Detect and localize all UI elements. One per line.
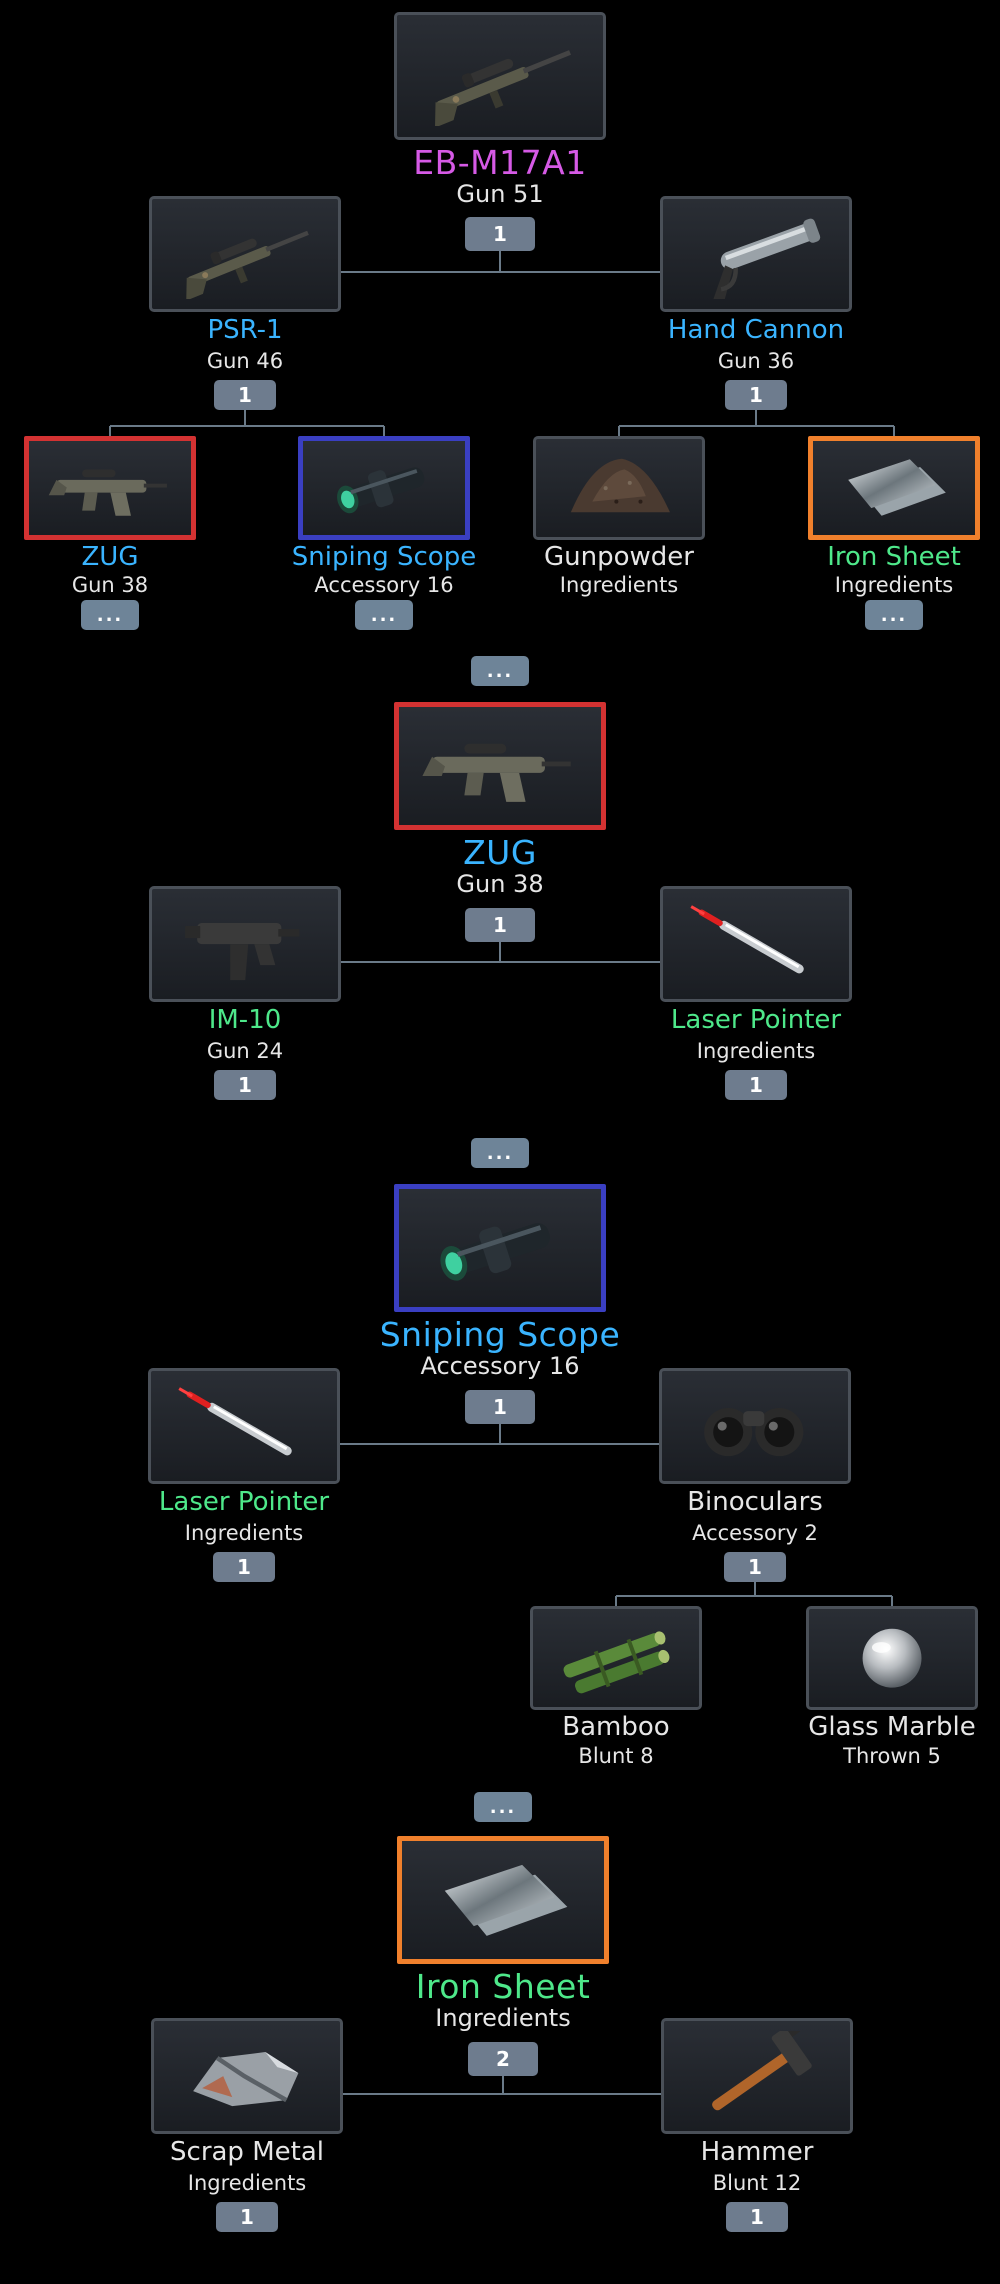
- expand-tree-button[interactable]: ...: [471, 1138, 529, 1168]
- item-category: Gun 24: [206, 1039, 284, 1063]
- item-slot-im-10[interactable]: [149, 886, 341, 1002]
- item-name: Iron Sheet: [415, 1967, 591, 2006]
- item-name: IM-10: [208, 1005, 282, 1035]
- item-name: Binoculars: [687, 1487, 823, 1517]
- item-name: EB-M17A1: [413, 143, 587, 182]
- item-category: Ingredients: [184, 1521, 304, 1545]
- item-name: Sniping Scope: [379, 1315, 621, 1354]
- item-slot-bamboo[interactable]: [530, 1606, 702, 1710]
- quantity-badge[interactable]: 1: [213, 1552, 275, 1582]
- expand-tree-button[interactable]: ...: [474, 1792, 532, 1822]
- item-category: Thrown 5: [843, 1744, 941, 1768]
- quantity-badge[interactable]: 2: [468, 2042, 538, 2076]
- quantity-badge[interactable]: 1: [465, 1390, 535, 1424]
- item-category: Ingredients: [435, 2004, 571, 2032]
- item-slot-sniping-scope[interactable]: [394, 1184, 606, 1312]
- item-slot-laser-pointer[interactable]: [660, 886, 852, 1002]
- item-category: Gun 38: [71, 573, 149, 597]
- item-category: Accessory 16: [314, 573, 454, 597]
- item-category: Gun 36: [717, 349, 795, 373]
- item-category: Accessory 2: [692, 1521, 818, 1545]
- item-slot-psr-1[interactable]: [149, 196, 341, 312]
- item-category: Ingredients: [696, 1039, 816, 1063]
- quantity-badge[interactable]: 1: [465, 217, 535, 251]
- item-category: Ingredients: [187, 2171, 307, 2195]
- item-name: ZUG: [463, 833, 537, 872]
- quantity-badge[interactable]: 1: [214, 380, 276, 410]
- item-slot-scrap-metal[interactable]: [151, 2018, 343, 2134]
- item-name: Gunpowder: [544, 542, 694, 572]
- item-slot-laser-pointer[interactable]: [148, 1368, 340, 1484]
- item-slot-glass-marble[interactable]: [806, 1606, 978, 1710]
- item-slot-iron-sheet[interactable]: [397, 1836, 609, 1964]
- item-category: Ingredients: [559, 573, 679, 597]
- item-category: Gun 51: [456, 180, 544, 208]
- item-name: Laser Pointer: [158, 1487, 330, 1517]
- quantity-badge[interactable]: 1: [465, 908, 535, 942]
- expand-tree-button[interactable]: ...: [471, 656, 529, 686]
- item-name: Hammer: [700, 2137, 814, 2167]
- expand-button[interactable]: ...: [865, 600, 923, 630]
- quantity-badge[interactable]: 1: [214, 1070, 276, 1100]
- item-name: Laser Pointer: [670, 1005, 842, 1035]
- item-slot-zug[interactable]: [394, 702, 606, 830]
- item-name: Sniping Scope: [291, 542, 477, 572]
- item-category: Gun 46: [206, 349, 284, 373]
- item-slot-eb-m17a1[interactable]: [394, 12, 606, 140]
- item-category: Ingredients: [834, 573, 954, 597]
- item-category: Blunt 12: [712, 2171, 802, 2195]
- item-name: Hand Cannon: [667, 315, 845, 345]
- item-name: Glass Marble: [808, 1712, 976, 1742]
- item-slot-binoculars[interactable]: [659, 1368, 851, 1484]
- item-name: PSR-1: [207, 315, 283, 345]
- quantity-badge[interactable]: 1: [725, 1070, 787, 1100]
- item-slot-hand-cannon[interactable]: [660, 196, 852, 312]
- item-name: ZUG: [81, 542, 139, 572]
- item-name: Bamboo: [562, 1712, 670, 1742]
- expand-button[interactable]: ...: [355, 600, 413, 630]
- item-slot-sniping-scope[interactable]: [298, 436, 470, 540]
- item-category: Accessory 16: [420, 1352, 580, 1380]
- quantity-badge[interactable]: 1: [216, 2202, 278, 2232]
- item-category: Gun 38: [456, 870, 544, 898]
- item-slot-zug[interactable]: [24, 436, 196, 540]
- item-slot-gunpowder[interactable]: [533, 436, 705, 540]
- item-slot-hammer[interactable]: [661, 2018, 853, 2134]
- quantity-badge[interactable]: 1: [725, 380, 787, 410]
- quantity-badge[interactable]: 1: [724, 1552, 786, 1582]
- quantity-badge[interactable]: 1: [726, 2202, 788, 2232]
- item-category: Blunt 8: [578, 1744, 654, 1768]
- expand-button[interactable]: ...: [81, 600, 139, 630]
- item-name: Iron Sheet: [827, 542, 961, 572]
- item-slot-iron-sheet[interactable]: [808, 436, 980, 540]
- item-name: Scrap Metal: [170, 2137, 324, 2167]
